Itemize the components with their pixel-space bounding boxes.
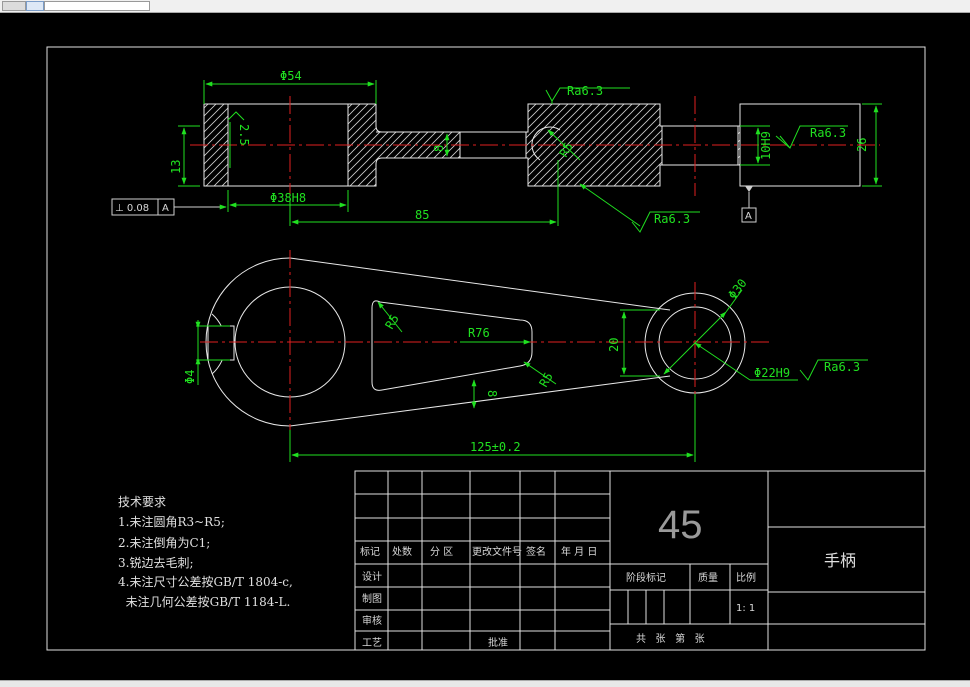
datum-a: A [741,186,757,223]
tb-stage-label: 阶段标记 [626,571,666,584]
dim-h10: 10H9 [759,131,773,160]
note-3: 3.锐边去毛刺; [118,556,194,570]
tb-scale-value: 1: 1 [736,603,755,614]
dim-r5-top: R5 [556,140,575,160]
dim-w8: 8 [485,390,499,397]
roughness-4: Ra6.3 [824,360,860,374]
plan-view: R5 R76 R5 20 8 Φ4 Φ30 [183,250,868,462]
tb-scale-label: 比例 [736,571,756,584]
tb-row-label-2: 处数 [392,545,412,558]
dim-len125: 125±0.2 [470,440,521,454]
dim-h26: 26 [855,138,869,152]
tb-row-label-1: 标记 [360,546,380,558]
dim-h13: 13 [169,160,183,174]
roughness-1: Ra6.3 [567,84,603,98]
dim-w20: 20 [607,338,621,352]
datum-letter: A [745,211,752,222]
tb-row-label-6: 年 月 日 [561,545,597,558]
toolbar-tab-active[interactable] [26,1,44,11]
part-name: 手柄 [824,551,856,570]
geo-tolerance-frame: ⊥ 0.08 A [111,198,227,216]
tb-process: 工艺 [362,637,382,649]
dim-len85: 85 [415,208,429,222]
toolbar-tab[interactable] [2,1,26,11]
tb-row-label-5: 签名 [526,545,546,558]
horizontal-scrollbar[interactable] [0,680,970,687]
note-4: 4.未注尺寸公差按GB/T 1804-c, [118,574,293,589]
geo-tol-datum: A [162,203,169,214]
tb-row-label-3: 分 区 [430,546,453,558]
tb-design: 设计 [362,570,382,583]
toolbar [0,0,970,13]
dim-h8: 8 [432,145,446,152]
dim-r76: R76 [468,326,490,340]
note-1: 1.未注圆角R3~R5; [118,514,225,529]
dim-d4: Φ4 [183,370,197,384]
tb-check: 审核 [362,614,382,627]
section-view: Φ54 Φ38H8 85 13 2.5 8 R5 [111,69,882,233]
note-2: 2.未注倒角为C1; [118,535,210,550]
dim-d22: Φ22H9 [754,366,790,380]
dim-d54: Φ54 [280,69,302,83]
dim-depth: 2.5 [237,124,251,146]
title-block [354,470,926,651]
tb-drawn: 制图 [362,592,382,605]
tb-sheet-text: 共 张 第 张 [636,632,705,645]
dim-d38: Φ38H8 [270,191,306,205]
dim-r5-b: R5 [536,370,555,390]
tb-weight-label: 质量 [698,572,718,584]
roughness-3: Ra6.3 [654,212,690,226]
technical-requirements: 技术要求 1.未注圆角R3~R5; 2.未注倒角为C1; 3.锐边去毛刺; 4.… [118,495,293,609]
notes-title: 技术要求 [118,495,166,509]
tb-approve: 批准 [488,636,508,649]
tb-row-label-4: 更改文件号 [472,545,522,558]
dim-d30: Φ30 [725,276,749,302]
note-5: 未注几何公差按GB/T 1184-L. [118,594,290,609]
roughness-2: Ra6.3 [810,126,846,140]
geo-tol-value: ⊥ 0.08 [115,203,149,214]
material-label: 45 [658,503,703,547]
command-field[interactable] [44,1,150,11]
dim-r5-a: R5 [382,312,401,332]
